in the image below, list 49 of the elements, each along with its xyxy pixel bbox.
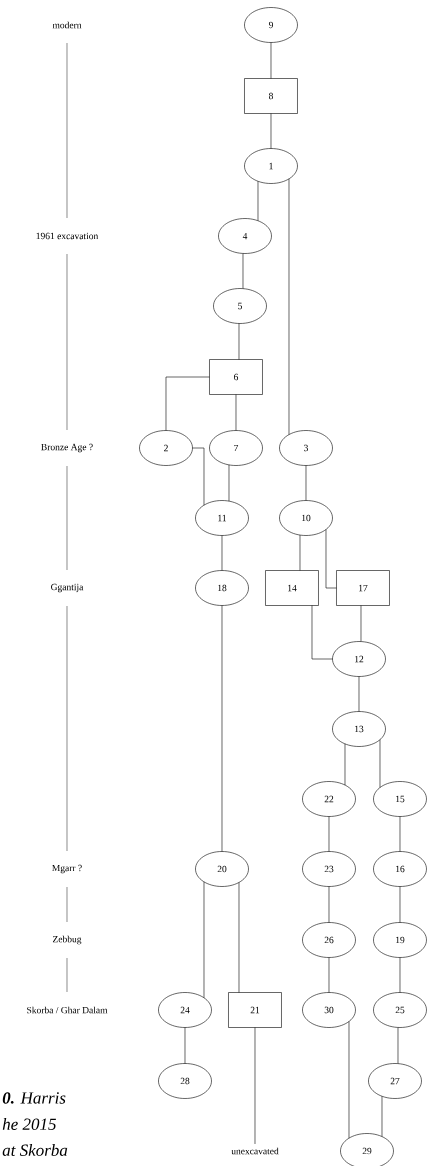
connector-line xyxy=(221,535,223,571)
connector-line xyxy=(165,376,210,431)
context-label: unexcavated xyxy=(231,1147,279,1155)
caption-text: he 2015 xyxy=(2,1118,56,1130)
connector-line xyxy=(242,253,244,289)
period-label: Mgarr ? xyxy=(52,864,82,874)
connector-line xyxy=(221,605,223,852)
connector-line xyxy=(235,394,237,431)
period-label: Bronze Age ? xyxy=(41,443,93,453)
connector-line xyxy=(360,605,362,642)
period-label: 1961 excavation xyxy=(36,232,99,240)
connector-line xyxy=(348,1021,350,1139)
connector-line xyxy=(397,1027,399,1064)
connector-line xyxy=(192,447,205,506)
connector-line xyxy=(305,465,307,501)
connector-line xyxy=(325,529,337,589)
connector-line xyxy=(311,605,333,660)
connector-line xyxy=(399,957,401,993)
period-label: Zebbug xyxy=(52,935,82,945)
connector-line xyxy=(344,743,346,786)
connector-line xyxy=(328,816,330,852)
connector-line xyxy=(184,1027,186,1064)
connector-line xyxy=(270,42,272,79)
connector-line xyxy=(299,534,301,571)
connector-line xyxy=(399,816,401,852)
context-box: 6 xyxy=(209,359,263,395)
connector-line xyxy=(238,323,240,360)
connector-line xyxy=(328,957,330,993)
connector-line xyxy=(203,881,205,999)
connector-line xyxy=(381,1095,383,1137)
context-box: 8 xyxy=(244,78,298,114)
connector-line xyxy=(270,113,272,149)
caption-text: at Skorba xyxy=(2,1144,68,1156)
context-box: 17 xyxy=(336,570,390,606)
connector-line xyxy=(257,180,259,222)
period-label: modern xyxy=(52,21,82,29)
connector-line xyxy=(379,739,381,788)
connector-line xyxy=(328,886,330,923)
caption-text: 0. Harris xyxy=(2,1092,66,1104)
connector-line xyxy=(399,886,401,923)
context-box: 21 xyxy=(228,992,282,1028)
connector-line xyxy=(228,464,230,502)
period-label: Ggantija xyxy=(51,583,84,593)
connector-line xyxy=(288,178,290,435)
connector-line xyxy=(238,882,240,993)
connector-line xyxy=(254,1027,256,1145)
period-label: Skorba / Ghar Dalam xyxy=(27,1006,108,1014)
context-box: 14 xyxy=(265,570,319,606)
connector-line xyxy=(358,676,360,712)
